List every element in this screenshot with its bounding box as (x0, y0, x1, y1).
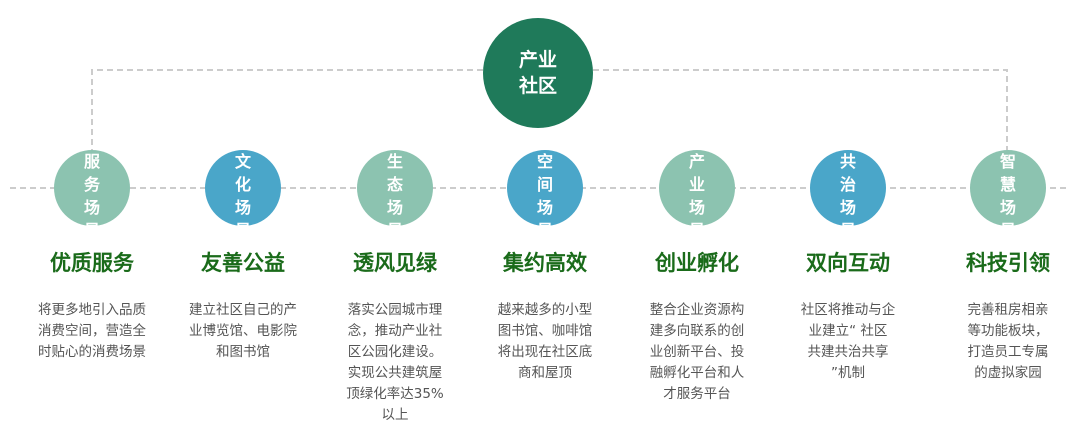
scene-circle-char: 景 (688, 221, 705, 240)
scene-circle-char: 文 (234, 152, 251, 171)
scene-description-line: 念，推动产业社 (347, 323, 443, 339)
left-connector (91, 69, 483, 185)
scene-circle-char: 景 (536, 221, 553, 240)
scene-description-line: 共建共治共享 (807, 344, 889, 360)
scene-description-line: 消费空间，营造全 (38, 323, 146, 339)
center-line-1: 产业 (518, 49, 557, 71)
scene-description-line: 建立社区自己的产 (189, 302, 297, 318)
scene-circle-char: 场 (386, 198, 403, 217)
scene-circle-char: 场 (839, 198, 856, 217)
scene-description-line: 时贴心的消费场景 (38, 344, 146, 360)
scene-circle-char: 空 (536, 152, 553, 171)
scene-circle-char: 服 (83, 152, 100, 171)
scene-description-line: 才服务平台 (663, 386, 731, 402)
scene-description: 社区将推动与企业建立“ 社区共建共治共享 ”机制 (775, 300, 921, 384)
scene-circle-char: 场 (688, 198, 705, 217)
scene-description: 落实公园城市理念，推动产业社区公园化建设。实现公共建筑屋顶绿化率达35% 以上 (322, 300, 468, 426)
scene-description-line: 顶绿化率达35% (346, 386, 444, 402)
scene-circle-char: 共 (839, 152, 856, 171)
scene-circle-char: 景 (386, 221, 403, 240)
scene-circle-char: 慧 (999, 175, 1016, 194)
scene-circle-char: 化 (234, 175, 251, 194)
scene-circle-char: 态 (386, 175, 403, 194)
scene-title: 优质服务 (50, 251, 134, 275)
scene-description: 越来越多的小型图书馆、咖啡馆将出现在社区底商和屋顶 (472, 300, 618, 384)
scene-circle: 产业场景 (659, 150, 735, 240)
scene-description-line: 区公园化建设。 (347, 344, 443, 360)
scene-circle: 空间场景 (507, 150, 583, 240)
scene-description-line: 图书馆、咖啡馆 (497, 323, 593, 339)
scene-circle-char: 景 (234, 221, 251, 240)
scene-title: 创业孵化 (655, 251, 739, 275)
scene-title: 集约高效 (503, 251, 587, 275)
scene-circle-char: 智 (999, 152, 1016, 171)
right-connector (593, 69, 1008, 185)
scene-title: 友善公益 (201, 251, 285, 275)
scene-circle-char: 场 (83, 198, 100, 217)
scene-circle-char: 场 (999, 198, 1016, 217)
scene-title: 双向互动 (806, 251, 890, 275)
scene-description: 将更多地引入品质消费空间，营造全时贴心的消费场景 (19, 300, 165, 363)
scene-description-line: 融孵化平台和人 (649, 365, 745, 381)
scene-description: 整合企业资源构建多向联系的创业创新平台、投融孵化平台和人才服务平台 (624, 300, 770, 405)
scene-circle: 生态场景 (357, 150, 433, 240)
scene-description: 建立社区自己的产业博览馆、电影院和图书馆 (170, 300, 316, 363)
scene-description-line: 业建立“ 社区 (808, 323, 888, 339)
scene-circle-char: 场 (536, 198, 553, 217)
scene-circle: 服务场景 (54, 150, 130, 240)
scene-description-line: 完善租房相亲 (967, 302, 1049, 318)
scene-circle-char: 务 (83, 175, 100, 194)
scene-circle-char: 场 (234, 198, 251, 217)
scene-description-line: 实现公共建筑屋 (347, 365, 443, 381)
scene-circle: 智慧场景 (970, 150, 1046, 240)
scene-description-line: 将更多地引入品质 (38, 302, 146, 318)
scene-circle-char: 间 (536, 175, 553, 194)
scene-description-line: 落实公园城市理 (347, 302, 443, 318)
scene-description-line: 整合企业资源构 (649, 302, 745, 318)
scene-circle: 文化场景 (205, 150, 281, 240)
scene-description-line: 等功能板块， (967, 323, 1049, 339)
scene-description-line: 社区将推动与企 (800, 302, 896, 318)
scene-description-line: ”机制 (831, 365, 865, 381)
scene-description-line: 越来越多的小型 (497, 302, 593, 318)
scene-circle-char: 生 (386, 152, 403, 171)
scene-title: 透风见绿 (353, 251, 437, 275)
scene-description-line: 建多向联系的创 (649, 323, 745, 339)
scene-circle-char: 业 (688, 175, 705, 194)
scene-circle-char: 景 (999, 221, 1016, 240)
scene-circle-char: 治 (839, 175, 856, 194)
scene-title: 科技引领 (966, 251, 1050, 275)
scene-circle-char: 产 (688, 152, 705, 171)
scene-description-line: 和图书馆 (216, 344, 270, 360)
scene-description-line: 以上 (381, 407, 409, 423)
center-line-2: 社区 (518, 75, 557, 97)
scene-description-line: 商和屋顶 (518, 365, 572, 381)
scene-description: 完善租房相亲等功能板块， 打造员工专属的虚拟家园 (935, 300, 1080, 384)
scene-description-line: 的虚拟家园 (974, 365, 1042, 381)
scene-description-line: 将出现在社区底 (497, 344, 593, 360)
scene-description-line: 业创新平台、投 (649, 344, 745, 360)
scene-description-line: 业博览馆、电影院 (189, 323, 297, 339)
scene-circle-char: 景 (83, 221, 100, 240)
center-node: 产业 社区 (483, 18, 593, 128)
scene-circle: 共治场景 (810, 150, 886, 240)
scene-description-line: 打造员工专属 (967, 344, 1049, 360)
scene-circle-char: 景 (839, 221, 856, 240)
